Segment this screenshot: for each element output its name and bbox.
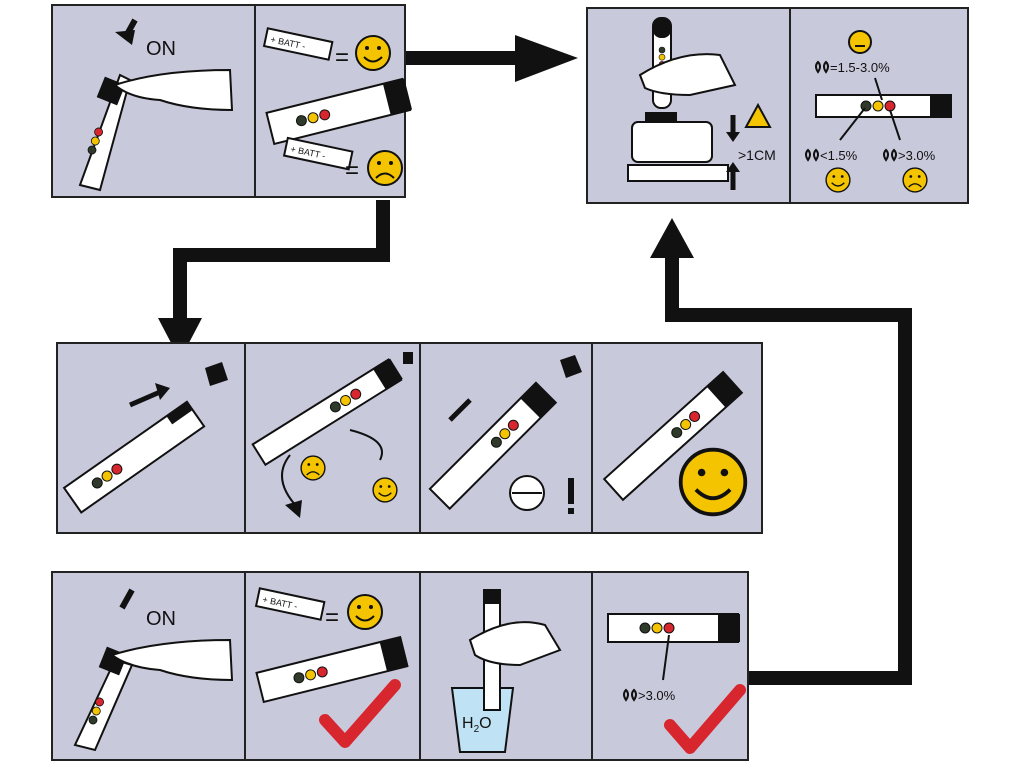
step-water-test: H2O [419,571,593,761]
step-read-result: =1.5-3.0% <1.5% >3.0% [789,7,969,204]
range-mid-label: =1.5-3.0% [830,60,890,75]
smiley-happy-icon [825,167,851,193]
step-ready [591,342,763,534]
exclamation-icon [568,478,574,514]
range-high-label: >3.0% [898,148,936,163]
step-power-on: ON [51,4,256,198]
smiley-happy-icon [678,447,748,517]
smiley-happy-icon [347,594,383,630]
smiley-happy-icon [372,477,398,503]
smiley-sad-icon [300,455,326,481]
equals-label: = [325,604,339,631]
equals-label: = [335,44,349,71]
on-label: ON [146,38,176,60]
step-result-high: >3.0% [591,571,749,761]
pointing-hand-icon [109,638,234,682]
battery-icon: + BATT - [262,27,334,61]
range-high-label: >3.0% [638,688,676,703]
smiley-sad-icon [902,167,928,193]
flow-arrow-icon [158,35,912,685]
step-battery-ok: + BATT - = [244,571,421,761]
water-label: H2O [462,715,492,735]
range-low-label: <1.5% [820,148,858,163]
battery-icon: + BATT - [254,587,326,621]
equals-label: = [345,157,359,184]
pointing-hand-icon [113,68,234,112]
battery-icon: + BATT - [282,136,354,171]
smiley-neutral-icon [848,30,872,54]
checkmark-icon [664,684,746,754]
step-power-on-2: ON [51,571,246,761]
step-replace-battery [244,342,421,534]
distance-label: >1CM [738,147,776,163]
step-measure: >1CM [586,7,791,204]
warning-icon [744,102,772,128]
checkmark-icon [319,679,401,748]
step-replace-cap [419,342,593,534]
step-battery-check: + BATT - = + BATT - = [254,4,413,198]
on-label: ON [146,608,176,630]
step-remove-cap [56,342,246,534]
smiley-happy-icon [355,35,391,71]
smiley-sad-icon [367,150,403,186]
